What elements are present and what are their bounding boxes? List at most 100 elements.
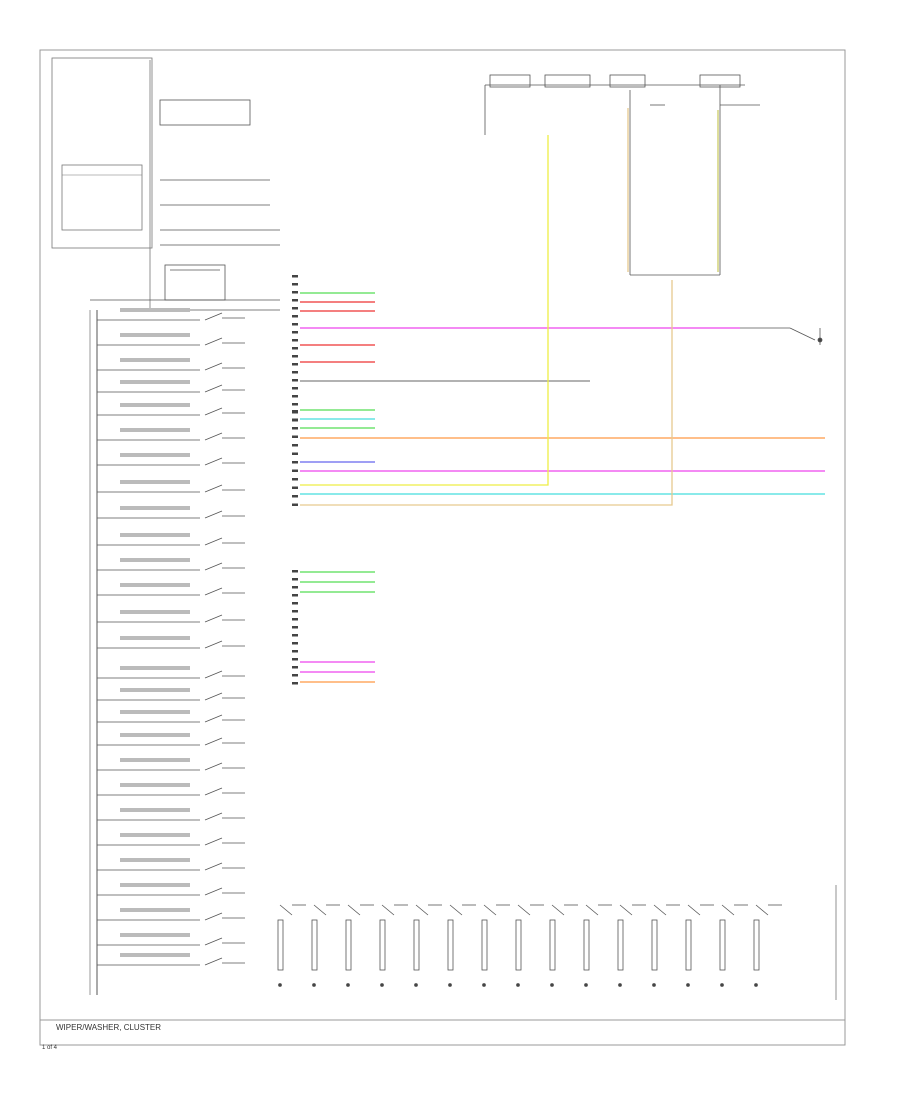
switch-label-mark (120, 858, 190, 862)
switch-label-mark (120, 953, 190, 957)
bottom-switch-contact (517, 904, 531, 916)
switch-contact (204, 484, 223, 493)
diagram-frame (39, 49, 846, 1046)
bottom-switch-terminal (482, 983, 486, 987)
switch-label-mark (120, 883, 190, 887)
connector-pin (292, 570, 298, 573)
connector-pin (292, 363, 298, 366)
connector-pin (292, 495, 298, 498)
connector-pin (292, 347, 298, 350)
wires (300, 108, 825, 683)
brake-switch (740, 327, 823, 345)
connector-pin (292, 578, 298, 581)
bottom-switch-contact (687, 904, 701, 916)
bottom-switch-resistor (413, 919, 420, 971)
switch-label-mark (120, 666, 190, 670)
connector-pin (292, 387, 298, 390)
connector-pin (292, 586, 298, 589)
bottom-switch-contact (721, 904, 735, 916)
connector-pin (292, 371, 298, 374)
switch-label-mark (120, 506, 190, 510)
diagram-caption: WIPER/WASHER, CLUSTER (56, 1023, 162, 1032)
switch-contact (204, 787, 223, 796)
switch-contact (204, 587, 223, 596)
bottom-switch-resistor (685, 919, 692, 971)
bottom-switch-resistor (583, 919, 590, 971)
switch-label-mark (120, 558, 190, 562)
switch-label-mark (120, 758, 190, 762)
connector-pin (292, 427, 298, 430)
switch-rows (97, 308, 245, 966)
switch-label-mark (120, 480, 190, 484)
bottom-switch-contact (381, 904, 395, 916)
connector-pin (292, 379, 298, 382)
bottom-switch-contact (415, 904, 429, 916)
connector-pin (292, 642, 298, 645)
connector-pin (292, 626, 298, 629)
connector-pin (292, 410, 298, 413)
switch-label-mark (120, 833, 190, 837)
connector-pin (292, 452, 298, 455)
connector-pin (292, 291, 298, 294)
bottom-switch-contact (755, 904, 769, 916)
fuse-block (484, 74, 760, 276)
bottom-switch-resistor (447, 919, 454, 971)
bottom-switch-contact (279, 904, 293, 916)
switch-label-mark (120, 710, 190, 714)
bottom-switch-resistor (515, 919, 522, 971)
connector-pin (292, 610, 298, 613)
connector-pin (292, 283, 298, 286)
switch-label-mark (120, 908, 190, 912)
switch-contact (204, 887, 223, 896)
switch-contact (204, 640, 223, 649)
switch-contact (204, 312, 223, 321)
connector-pin (292, 682, 298, 685)
switch-contact (204, 510, 223, 519)
connector-pin (292, 634, 298, 637)
switch-label-mark (120, 636, 190, 640)
connector-pin (292, 395, 298, 398)
connector-pin (292, 602, 298, 605)
connector-pin (292, 461, 298, 464)
bottom-switch-terminal (346, 983, 350, 987)
switch-label-mark (120, 610, 190, 614)
wire-yellow (300, 135, 549, 486)
connector-pin (292, 486, 298, 489)
bottom-switch-terminal (312, 983, 316, 987)
connector-pin (292, 299, 298, 302)
bottom-switch-resistor (311, 919, 318, 971)
bottom-switch-terminal (720, 983, 724, 987)
switch-label-mark (120, 453, 190, 457)
switch-label-mark (120, 333, 190, 337)
switch-contact (204, 692, 223, 701)
connector-pin (292, 403, 298, 406)
bottom-switch-terminal (516, 983, 520, 987)
bottom-switch-resistor (617, 919, 624, 971)
bottom-switch-terminal (652, 983, 656, 987)
switch-contact (204, 937, 223, 946)
switch-label-mark (120, 358, 190, 362)
bottom-switch-terminal (448, 983, 452, 987)
bottom-switch-contact (653, 904, 667, 916)
bottom-switch-terminal (584, 983, 588, 987)
bottom-switch-contact (585, 904, 599, 916)
switch-contact (204, 837, 223, 846)
connector-pin (292, 331, 298, 334)
switch-contact (204, 457, 223, 466)
bottom-switch-resistor (719, 919, 726, 971)
switch-contact (204, 384, 223, 393)
connector-pin (292, 503, 298, 506)
bottom-switch-resistor (277, 919, 284, 971)
bottom-switch-terminal (380, 983, 384, 987)
connector-pin (292, 478, 298, 481)
wire-tan (300, 280, 673, 506)
bottom-switch-resistor (379, 919, 386, 971)
switch-label-mark (120, 533, 190, 537)
bottom-switch-terminal (278, 983, 282, 987)
switch-contact (204, 362, 223, 371)
bottom-switch-terminal (618, 983, 622, 987)
switch-label-mark (120, 428, 190, 432)
switch-contact (204, 957, 223, 966)
connector-pin (292, 650, 298, 653)
upper-switch-cluster (90, 99, 280, 311)
